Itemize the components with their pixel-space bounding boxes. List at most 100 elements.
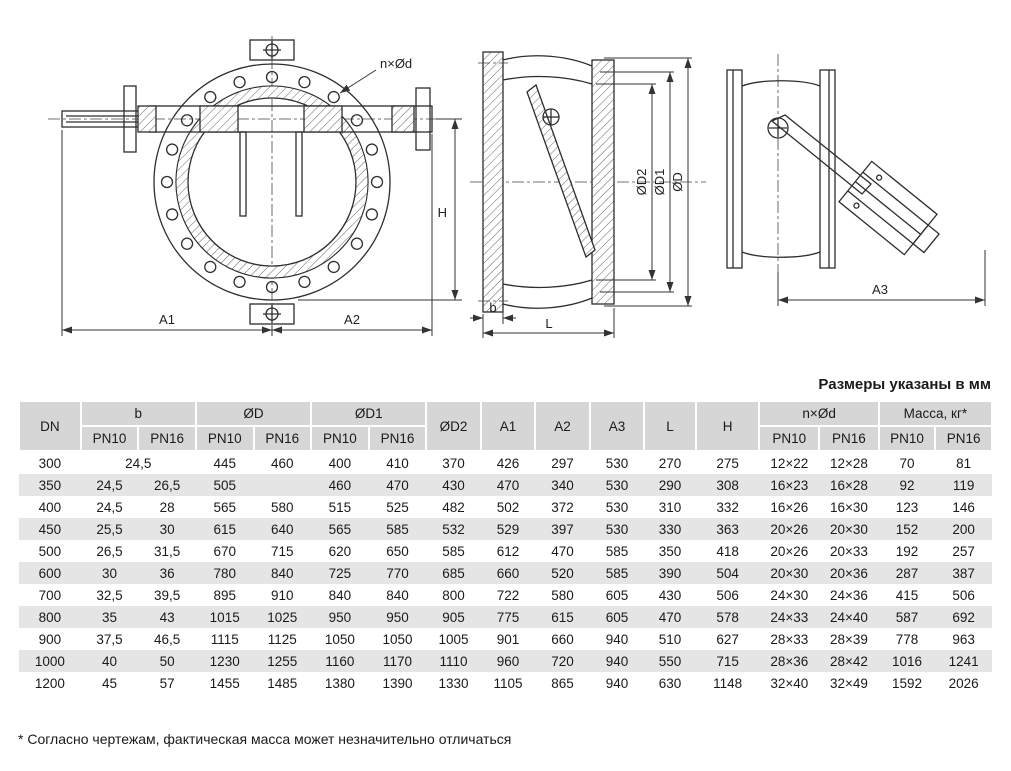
col-header-a1: A1	[479, 400, 537, 452]
cell-b_pn10: 37,5	[96, 631, 123, 647]
cell-od_pn16: 1025	[253, 606, 312, 628]
cell-h: 578	[695, 606, 760, 628]
cell-b_pn10: 25,5	[80, 518, 139, 540]
cell-a1: 775	[480, 606, 536, 628]
side-view-dimensions	[777, 250, 986, 306]
cell-a1: 529	[480, 518, 536, 540]
col-subheader-od1-pn10: PN10	[310, 425, 370, 452]
cell-m_pn10: 587	[878, 606, 936, 628]
cell-n_pn16: 24×40	[819, 606, 879, 628]
cell-n_pn10: 28×36	[759, 650, 820, 672]
cell-a3: 530	[589, 474, 645, 496]
cell-l: 350	[658, 543, 682, 559]
cell-l: 630	[658, 675, 682, 691]
shaft	[61, 85, 433, 217]
col-subheader-nxod-pn16: PN16	[818, 425, 880, 452]
cell-n_pn16: 16×30	[829, 499, 868, 515]
col-header-od: ØD	[194, 400, 313, 427]
cell-od1_pn16: 470	[368, 474, 427, 496]
cell-m_pn10: 70	[899, 455, 915, 471]
cell-a1: 470	[480, 474, 536, 496]
cell-od1_pn10: 515	[328, 499, 352, 515]
cell-od_pn16: 460	[271, 455, 294, 471]
cell-m_pn16: 1241	[935, 650, 992, 672]
cell-dn: 800	[19, 606, 81, 628]
front-view-dimensions	[61, 69, 462, 336]
cell-od2: 482	[442, 499, 465, 515]
cell-a2: 340	[535, 474, 590, 496]
cell-od_pn16: 580	[271, 499, 294, 515]
cell-a3: 585	[589, 562, 645, 584]
cell-m_pn10: 287	[878, 562, 936, 584]
cell-od1_pn16: 950	[368, 606, 427, 628]
cell-n_pn10: 16×23	[759, 474, 820, 496]
cell-a2: 660	[551, 631, 574, 647]
cell-dn: 1000	[19, 650, 81, 672]
cell-a2: 372	[551, 499, 574, 515]
cell-od1_pn16: 1050	[382, 631, 413, 647]
cell-a2: 865	[551, 675, 574, 691]
cell-l: 270	[658, 455, 682, 471]
cell-a3: 530	[589, 518, 645, 540]
cell-n_pn10: 28×33	[770, 631, 809, 647]
cell-b_pn16: 28	[159, 499, 175, 515]
cell-b_pn10: 24,5	[80, 474, 139, 496]
cell-a3: 585	[605, 543, 629, 559]
cell-dn: 600	[19, 562, 81, 584]
col-header-mass: Масса, кг*	[877, 400, 994, 427]
cell-m_pn10: 123	[895, 499, 919, 515]
cell-n_pn16: 20×30	[819, 518, 879, 540]
cell-m_pn16: 506	[952, 587, 975, 603]
cell-od_pn16: 910	[271, 587, 294, 603]
cell-od_pn16: 840	[253, 562, 312, 584]
col-header-dn: DN	[18, 400, 82, 452]
cell-b_pn10: 24,5	[96, 499, 123, 515]
cell-b_pn16: 31,5	[153, 543, 181, 559]
cell-od1_pn16: 840	[386, 587, 409, 603]
cell-l: 550	[644, 650, 696, 672]
cell-od1_pn10: 840	[328, 587, 352, 603]
cell-m_pn10: 778	[895, 631, 919, 647]
cell-b_pn16: 30	[138, 518, 196, 540]
cell-od_pn10: 1230	[195, 650, 254, 672]
cell-l: 470	[644, 606, 696, 628]
cell-b_pn10: 24,5	[125, 455, 152, 471]
cell-n_pn16: 32×49	[829, 675, 868, 691]
cell-h: 506	[716, 587, 739, 603]
section-view: ØD2 ØD1 ØD b L	[470, 51, 706, 338]
cell-l: 310	[658, 499, 682, 515]
cell-od2: 585	[442, 543, 465, 559]
cell-b_pn10: 45	[101, 675, 118, 691]
cell-n_pn16: 24×36	[829, 587, 868, 603]
cell-od_pn10: 505	[195, 474, 254, 496]
cell-od_pn10: 445	[213, 455, 236, 471]
cell-m_pn10: 415	[895, 587, 919, 603]
cell-m_pn16: 387	[935, 562, 992, 584]
cell-m_pn10: 1592	[892, 675, 923, 691]
cell-h: 275	[716, 455, 739, 471]
cell-od_pn16	[253, 474, 312, 496]
cell-od2: 370	[442, 455, 465, 471]
col-subheader-b-pn10: PN10	[79, 425, 140, 452]
col-header-od2: ØD2	[425, 400, 482, 452]
cell-a2: 615	[535, 606, 590, 628]
cell-n_pn10: 32×40	[770, 675, 809, 691]
cell-od1_pn10: 620	[328, 543, 352, 559]
cell-od_pn10: 615	[195, 518, 254, 540]
cell-m_pn16: 200	[935, 518, 992, 540]
cell-a3: 530	[605, 455, 629, 471]
cell-h: 418	[716, 543, 739, 559]
cell-a2: 397	[535, 518, 590, 540]
cell-dn: 700	[38, 587, 62, 603]
dim-label-od: ØD	[670, 172, 685, 192]
cell-a1: 612	[496, 543, 520, 559]
cell-od1_pn10: 400	[328, 455, 352, 471]
cell-b_pn10: 40	[80, 650, 139, 672]
